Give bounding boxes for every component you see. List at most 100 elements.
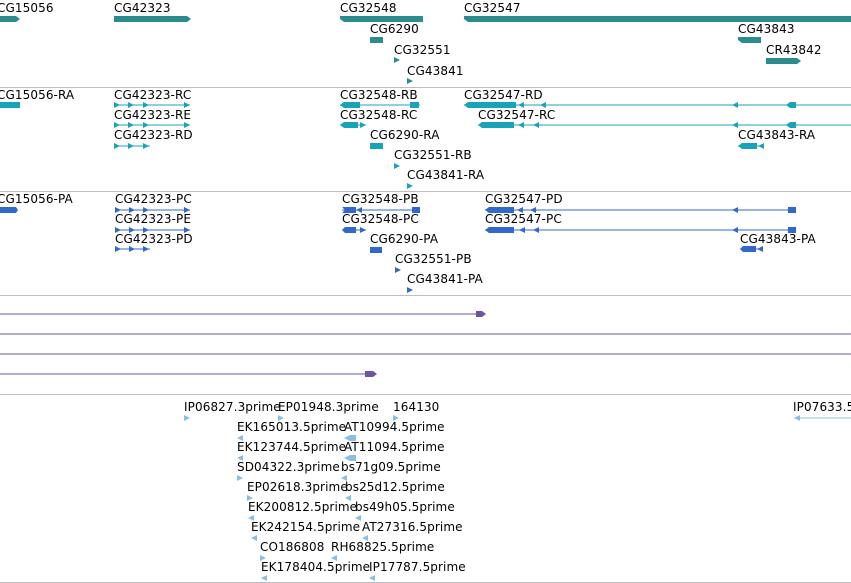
est-label: EP02618.3prime	[247, 480, 348, 494]
gene-CG32548[interactable]	[340, 16, 423, 22]
protein-CG32548-PC[interactable]	[342, 227, 366, 233]
gene-CG43841[interactable]	[407, 78, 413, 84]
transcript-label: CG43841-RA	[407, 168, 485, 182]
est-CO186808[interactable]	[260, 555, 266, 561]
est-label: AT27316.5prime	[362, 520, 463, 534]
gene-CG32547[interactable]	[464, 16, 851, 22]
protein-label: CG6290-PA	[370, 232, 439, 246]
protein-label: CG32547-PC	[485, 212, 562, 226]
gene-CG15056[interactable]	[0, 16, 20, 22]
est-EK123744.5prime[interactable]	[237, 455, 243, 461]
protein-label: CG32548-PB	[342, 192, 419, 206]
gene-CG6290[interactable]	[370, 37, 383, 43]
gene-label: CG32547	[464, 1, 521, 15]
track-divider	[0, 87, 851, 88]
est-AT27316.5prime[interactable]	[362, 535, 368, 541]
transcript-CG32551-RB[interactable]	[394, 163, 400, 169]
gene-track: CG15056 CG42323 CG32548 CG32547 CG6290 C…	[0, 0, 851, 87]
protein-label: CG15056-PA	[0, 192, 73, 206]
track-divider	[0, 191, 851, 192]
gene-CG32551[interactable]	[394, 57, 400, 63]
est-AT10994.5prime[interactable]	[344, 435, 356, 441]
transcript-CG32548-RC[interactable]	[340, 122, 366, 128]
est-label: SD04322.3prime	[237, 460, 340, 474]
gene-track-glyphs	[0, 16, 851, 84]
protein-CG15056-PA[interactable]	[0, 207, 18, 213]
protein-label: CG32548-PC	[342, 212, 419, 226]
est-label: bs71g09.5prime	[341, 460, 441, 474]
est-EP02618.3prime[interactable]	[247, 495, 253, 501]
est-label: EK123744.5prime	[237, 440, 347, 454]
transcript-label: CG32551-RB	[394, 148, 472, 162]
transcript-CG42323-RD[interactable]	[114, 143, 150, 149]
est-label: bs49h05.5prime	[355, 500, 455, 514]
transcript-CG6290-RA[interactable]	[370, 143, 383, 149]
est-EK242154.5prime[interactable]	[251, 535, 257, 541]
transcript-CG15056-RA[interactable]	[0, 102, 20, 108]
est-label: RH68825.5prime	[331, 540, 435, 554]
protein-CG42323-PE[interactable]	[115, 227, 190, 233]
alignment-track	[0, 296, 851, 394]
protein-CG32551-PB[interactable]	[395, 267, 401, 273]
protein-track-glyphs	[0, 207, 796, 293]
est-bs49h05.5prime[interactable]	[355, 515, 361, 521]
gene-CR43842[interactable]	[766, 58, 801, 64]
transcript-CG32548-RB[interactable]	[340, 102, 420, 108]
protein-label: CG32547-PD	[485, 192, 563, 206]
protein-CG42323-PD[interactable]	[115, 246, 150, 252]
transcript-CG43841-RA[interactable]	[407, 183, 413, 189]
gene-label: CG32551	[394, 43, 451, 57]
alignment-feature[interactable]	[0, 311, 486, 317]
gene-label: CG6290	[370, 22, 419, 36]
est-AT11094.5prime[interactable]	[344, 455, 356, 461]
transcript-label: CG32548-RB	[340, 88, 418, 102]
est-IP06827.3prime[interactable]	[184, 415, 190, 421]
gene-CG42323[interactable]	[114, 16, 191, 22]
est-bs25d12.5prime[interactable]	[345, 495, 351, 501]
protein-label: CG42323-PD	[115, 232, 193, 246]
gene-label: CG15056	[0, 1, 54, 15]
est-label: AT10994.5prime	[344, 420, 445, 434]
protein-CG32547-PC[interactable]	[485, 227, 796, 233]
est-SD04322.3prime[interactable]	[237, 475, 243, 481]
transcript-track: CG15056-RA CG42323-RC CG32548-RB CG32547…	[0, 88, 851, 191]
transcript-track-glyphs	[0, 102, 851, 189]
protein-CG6290-PA[interactable]	[370, 247, 382, 253]
est-EP01948.3prime[interactable]	[278, 415, 284, 421]
gene-CG43843[interactable]	[738, 37, 761, 43]
protein-label: CG43841-PA	[407, 272, 483, 286]
transcript-CG42323-RE[interactable]	[114, 122, 190, 128]
est-EK165013.5prime[interactable]	[237, 435, 243, 441]
transcript-CG32547-RC[interactable]	[478, 122, 851, 128]
est-RH68825.5prime[interactable]	[331, 555, 337, 561]
est-label: EK200812.5prime	[248, 500, 358, 514]
alignment-feature[interactable]	[0, 371, 377, 377]
transcript-CG43843-RA[interactable]	[738, 143, 764, 149]
transcript-label: CG6290-RA	[370, 128, 440, 142]
protein-CG32548-PB[interactable]	[342, 207, 420, 213]
protein-CG42323-PC[interactable]	[115, 207, 190, 213]
transcript-label: CG32548-RC	[340, 108, 418, 122]
protein-CG43843-PA[interactable]	[740, 246, 763, 252]
transcript-label: CG15056-RA	[0, 88, 75, 102]
protein-CG32547-PD[interactable]	[485, 207, 796, 213]
transcript-CG32547-RD[interactable]	[464, 102, 851, 108]
gene-label: CG32548	[340, 1, 397, 15]
est-track: IP06827.3prime EP01948.3prime 164130 IP0…	[0, 395, 851, 583]
track-divider	[0, 394, 851, 395]
est-label: EP01948.3prime	[278, 400, 379, 414]
est-EK178404.5prime[interactable]	[261, 575, 267, 581]
transcript-CG42323-RC[interactable]	[114, 102, 190, 108]
transcript-label: CG42323-RD	[114, 128, 193, 142]
est-IP17787.5prime[interactable]	[369, 575, 375, 581]
protein-CG43841-PA[interactable]	[407, 287, 413, 293]
protein-label: CG42323-PE	[115, 212, 191, 226]
est-label: EK165013.5prime	[237, 420, 347, 434]
est-bs71g09.5prime[interactable]	[341, 475, 347, 481]
est-EK200812.5prime[interactable]	[248, 515, 254, 521]
est-164130[interactable]	[393, 415, 399, 421]
transcript-label: CG32547-RC	[478, 108, 556, 122]
est-IP07633.5[interactable]	[794, 415, 851, 421]
est-label: IP17787.5prime	[369, 560, 466, 574]
